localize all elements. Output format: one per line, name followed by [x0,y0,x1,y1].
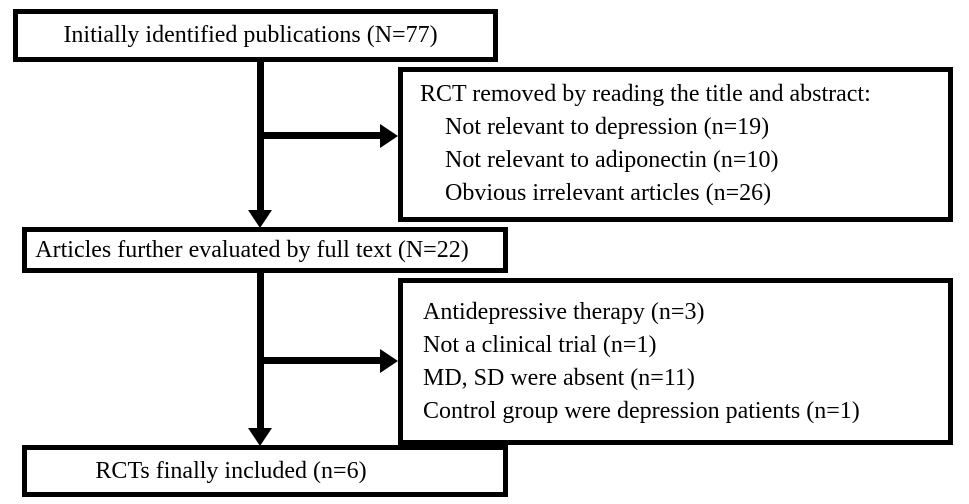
excluded-fulltext-item: Control group were depression patients (… [423,398,860,424]
arrowhead-right-icon [380,124,398,148]
box-finally-included-label: RCTs finally included (n=6) [95,457,367,484]
box-initially-identified-label: Initially identified publications (N=77) [63,22,438,48]
excluded-title-abstract-item: Not relevant to depression (n=19) [445,114,770,140]
excluded-fulltext-item: Antidepressive therapy (n=3) [423,299,705,325]
excluded-fulltext-item: Not a clinical trial (n=1) [423,332,657,358]
box-fulltext-evaluated-label: Articles further evaluated by full text … [35,236,469,263]
box-initially-identified: Initially identified publications (N=77) [13,9,498,62]
box-excluded-title-abstract: RCT removed by reading the title and abs… [398,67,953,222]
box-excluded-fulltext: Antidepressive therapy (n=3) Not a clini… [398,278,953,445]
arrowhead-down-icon [248,210,272,228]
excluded-title-abstract-item: Not relevant to adiponectin (n=10) [445,147,779,173]
arrow-shaft-branch-to-excluded-2 [260,357,382,364]
arrow-shaft-branch-to-excluded-1 [260,132,382,139]
excluded-title-abstract-item: Obvious irrelevant articles (n=26) [445,180,772,206]
box-finally-included: RCTs finally included (n=6) [22,445,508,497]
box-fulltext-evaluated: Articles further evaluated by full text … [22,227,508,273]
arrowhead-right-icon [380,349,398,373]
arrowhead-down-icon [248,428,272,446]
excluded-title-abstract-heading: RCT removed by reading the title and abs… [420,81,871,107]
arrow-shaft-fulltext-to-included [257,273,264,430]
excluded-fulltext-item: MD, SD were absent (n=11) [423,365,695,391]
